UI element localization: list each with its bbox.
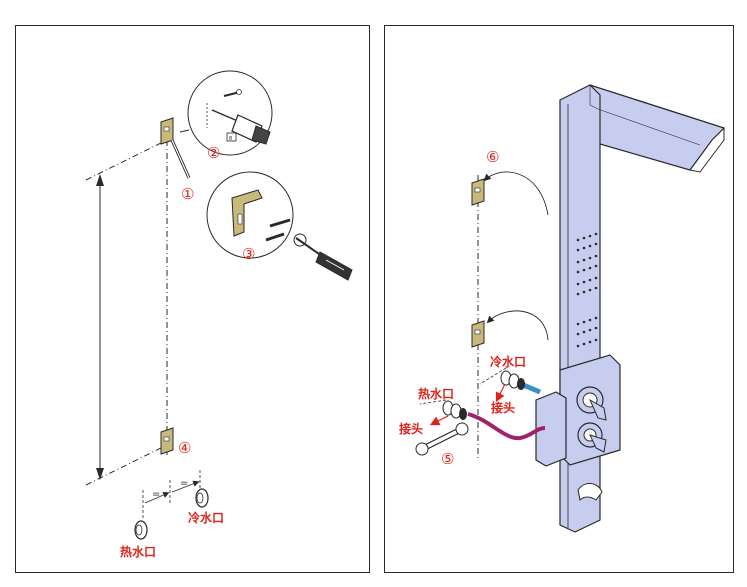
left-drawing: 8 = = bbox=[85, 70, 353, 559]
cold-water-label-right: 冷水口 bbox=[490, 354, 526, 369]
step-1-label: ① bbox=[181, 185, 194, 203]
equal-mark-1: = bbox=[152, 489, 160, 500]
step-6-label: ⑥ bbox=[486, 148, 499, 166]
cold-water-outlet bbox=[195, 488, 209, 508]
step-5-label: ⑤ bbox=[441, 450, 454, 468]
connector-block bbox=[535, 391, 567, 467]
bracket-icon bbox=[471, 178, 485, 206]
drill-icon: 8 bbox=[206, 103, 271, 145]
joint-arrow-left bbox=[429, 415, 449, 426]
screw-icon bbox=[265, 218, 291, 242]
hot-water-outlet bbox=[134, 520, 148, 540]
hot-water-label: 热水口 bbox=[120, 544, 156, 559]
cold-water-label: 冷水口 bbox=[188, 510, 224, 525]
joint-arrow-right bbox=[495, 383, 506, 403]
wrench-icon bbox=[415, 422, 469, 456]
hang-arrow-bottom bbox=[486, 310, 549, 341]
hot-water-label-right: 热水口 bbox=[418, 386, 454, 401]
dimension-arrow-top bbox=[96, 174, 104, 186]
bracket-icon bbox=[231, 189, 263, 237]
svg-text:8: 8 bbox=[229, 136, 232, 142]
screw-icon bbox=[223, 89, 242, 97]
screw-inset bbox=[206, 171, 294, 259]
bracket-icon bbox=[471, 320, 485, 348]
bottom-extension-line bbox=[85, 444, 168, 486]
shower-panel-icon bbox=[559, 84, 726, 533]
hang-arrow-top bbox=[483, 171, 549, 216]
step-4-label: ④ bbox=[178, 439, 191, 457]
joint-label-left: 接头 bbox=[399, 421, 423, 436]
hot-hose bbox=[467, 412, 546, 441]
screwdriver-icon bbox=[293, 233, 353, 281]
right-drawing: ⑥ ⑤ 冷水口 热水口 接头 接头 bbox=[399, 84, 726, 533]
dimension-arrow-bottom bbox=[96, 468, 104, 480]
top-extension-line bbox=[85, 139, 168, 181]
bracket-icon bbox=[160, 427, 174, 455]
hot-fitting bbox=[442, 400, 467, 420]
cold-fitting bbox=[500, 370, 525, 390]
step-3-label: ③ bbox=[242, 245, 255, 263]
step-2-label: ② bbox=[207, 144, 220, 162]
cold-dash bbox=[479, 367, 507, 385]
hot-dash bbox=[419, 399, 447, 405]
bracket-icon bbox=[160, 117, 174, 145]
joint-label-right: 接头 bbox=[491, 400, 515, 415]
equal-mark-2: = bbox=[180, 478, 188, 489]
